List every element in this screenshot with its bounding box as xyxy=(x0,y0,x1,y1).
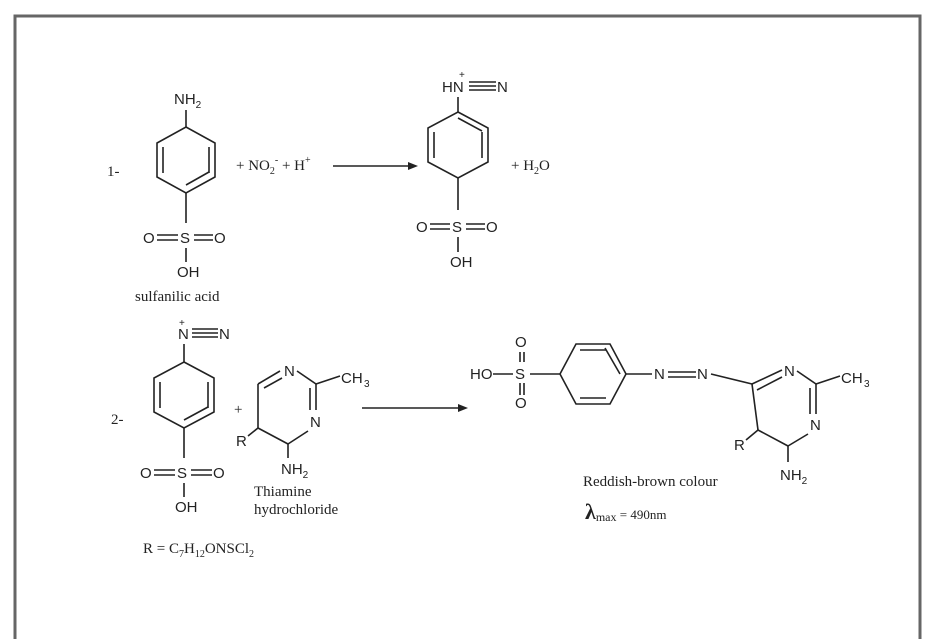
diazonium-product-molecule: + HN N O S O OH xyxy=(416,70,508,271)
sulfanilic-acid-molecule: NH2 O S O OH xyxy=(143,91,226,281)
svg-text:R: R xyxy=(734,437,745,454)
svg-text:3: 3 xyxy=(864,379,870,390)
svg-text:N: N xyxy=(497,79,508,96)
svg-text:NH2: NH2 xyxy=(780,467,808,487)
byproduct-water: + H2O xyxy=(511,158,550,177)
svg-text:N: N xyxy=(810,417,821,434)
sulfonyl-s: S xyxy=(180,230,190,247)
svg-text:NH2: NH2 xyxy=(281,461,309,481)
svg-text:O: O xyxy=(515,395,527,412)
svg-text:S: S xyxy=(515,366,525,383)
svg-text:N: N xyxy=(178,326,189,343)
svg-text:S: S xyxy=(177,465,187,482)
azo-dye-product-molecule: HO S O O N N N CH 3 N R NH xyxy=(470,334,870,487)
sulfonyl-o-left: O xyxy=(143,230,155,247)
svg-text:O: O xyxy=(416,219,428,236)
svg-text:N: N xyxy=(219,326,230,343)
thiamine-name-line1: Thiamine xyxy=(254,484,312,500)
sulfanilic-acid-name: sulfanilic acid xyxy=(135,289,220,305)
product-colour-label: Reddish-brown colour xyxy=(583,474,718,490)
svg-text:+: + xyxy=(179,318,185,329)
svg-text:O: O xyxy=(213,465,225,482)
reagents-text: + NO2- + H+ xyxy=(236,155,311,177)
svg-text:N: N xyxy=(284,363,295,380)
hydroxyl: OH xyxy=(177,264,200,281)
amine-group: NH2 xyxy=(174,91,202,111)
svg-text:OH: OH xyxy=(450,254,473,271)
svg-text:HN: HN xyxy=(442,79,464,96)
lambda-max-label: λmax = 490nm xyxy=(585,499,666,524)
svg-text:HO: HO xyxy=(470,366,493,383)
thiamine-name-line2: hydrochloride xyxy=(254,502,338,518)
sulfonyl-o-right: O xyxy=(214,230,226,247)
svg-text:+: + xyxy=(459,70,465,81)
svg-text:N: N xyxy=(697,366,708,383)
svg-text:O: O xyxy=(140,465,152,482)
svg-text:OH: OH xyxy=(175,499,198,516)
step-2-label: 2- xyxy=(111,412,124,428)
svg-text:O: O xyxy=(486,219,498,236)
reaction-arrow-2 xyxy=(362,404,468,412)
frame-border xyxy=(13,14,922,639)
svg-text:N: N xyxy=(784,363,795,380)
thiamine-molecule: N CH 3 N R NH2 xyxy=(236,363,370,481)
svg-text:N: N xyxy=(654,366,665,383)
svg-text:CH: CH xyxy=(341,370,363,387)
svg-text:CH: CH xyxy=(841,370,863,387)
svg-text:3: 3 xyxy=(364,379,370,390)
reaction-arrow-1 xyxy=(333,162,418,170)
step-1-label: 1- xyxy=(107,164,120,180)
svg-text:O: O xyxy=(515,334,527,351)
plus-sign: + xyxy=(234,402,242,418)
diazonium-reactant-molecule: + N N O S O OH xyxy=(140,318,230,516)
svg-text:S: S xyxy=(452,219,462,236)
svg-text:N: N xyxy=(310,414,321,431)
svg-text:R: R xyxy=(236,433,247,450)
r-group-definition: R = C7H12ONSCl2 xyxy=(143,541,254,560)
